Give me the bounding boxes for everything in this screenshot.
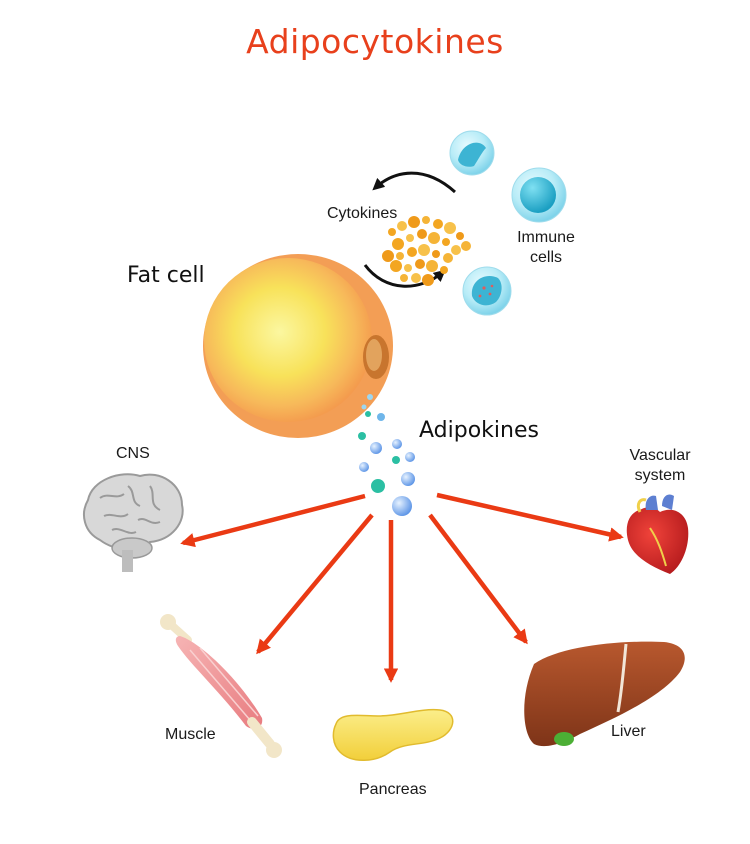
cytokine-granules [382,216,471,286]
cytokine-granule [382,250,394,262]
cytokine-granule [451,245,461,255]
diagram-title: Adipocytokines [246,22,504,61]
cns-label: CNS [116,445,150,462]
cytokine-granule [426,260,438,272]
cytokine-granule [411,273,421,283]
fat-cell-illustration [203,254,393,438]
cytokine-granule [400,274,408,282]
liver-icon [524,641,685,747]
arrow-to-vascular-system [436,492,624,542]
cytokine-granule [428,232,440,244]
brain-icon [83,473,184,572]
cytokine-granule [408,216,420,228]
cytokine-granule [417,229,427,239]
cytokine-granule [392,238,404,250]
liver-label: Liver [611,723,646,740]
cytokine-granule [388,228,396,236]
cytokine-granule [461,241,471,251]
immune-cell-top-icon [449,130,495,176]
cytokine-granule [442,238,450,246]
muscle-label: Muscle [165,726,216,743]
signal-arrows [180,492,624,683]
muscle-icon [160,614,282,758]
fat-cell-label: Fat cell [127,263,205,288]
arrow-to-cns [180,493,366,548]
cytokine-granule [396,252,404,260]
cytokine-granule [404,264,412,272]
cytokine-granule [433,219,443,229]
cytokines-label: Cytokines [327,205,398,222]
pancreas-icon [332,708,454,761]
cytokine-granule [443,253,453,263]
cytokine-granule [432,250,440,258]
immune-cells-label: Immune cells [517,229,575,266]
cytokine-granule [444,222,456,234]
cytokine-granule [415,259,425,269]
cytokine-granule [422,216,430,224]
cycle-arrow-top [372,171,457,194]
cytokine-granule [390,260,402,272]
arrow-to-liver [428,513,528,645]
cytokine-granule [407,247,417,257]
immune-cell-middle-icon [511,167,567,223]
vascular-system-label: Vascular system [629,447,691,484]
arrow-to-muscle [256,513,374,655]
immune-cell-bottom-icon [462,266,512,316]
pancreas-label: Pancreas [359,781,427,798]
cytokine-granule [422,274,434,286]
cycle-arrow-bottom [363,264,446,288]
cytokine-granule [456,232,464,240]
cytokine-granule [440,266,448,274]
cytokine-granule [397,221,407,231]
adipokine-bubbles [358,411,415,516]
adipokines-label: Adipokines [419,418,539,443]
cytokine-granule [418,244,430,256]
heart-icon [626,494,689,574]
cytokine-granule [406,234,414,242]
